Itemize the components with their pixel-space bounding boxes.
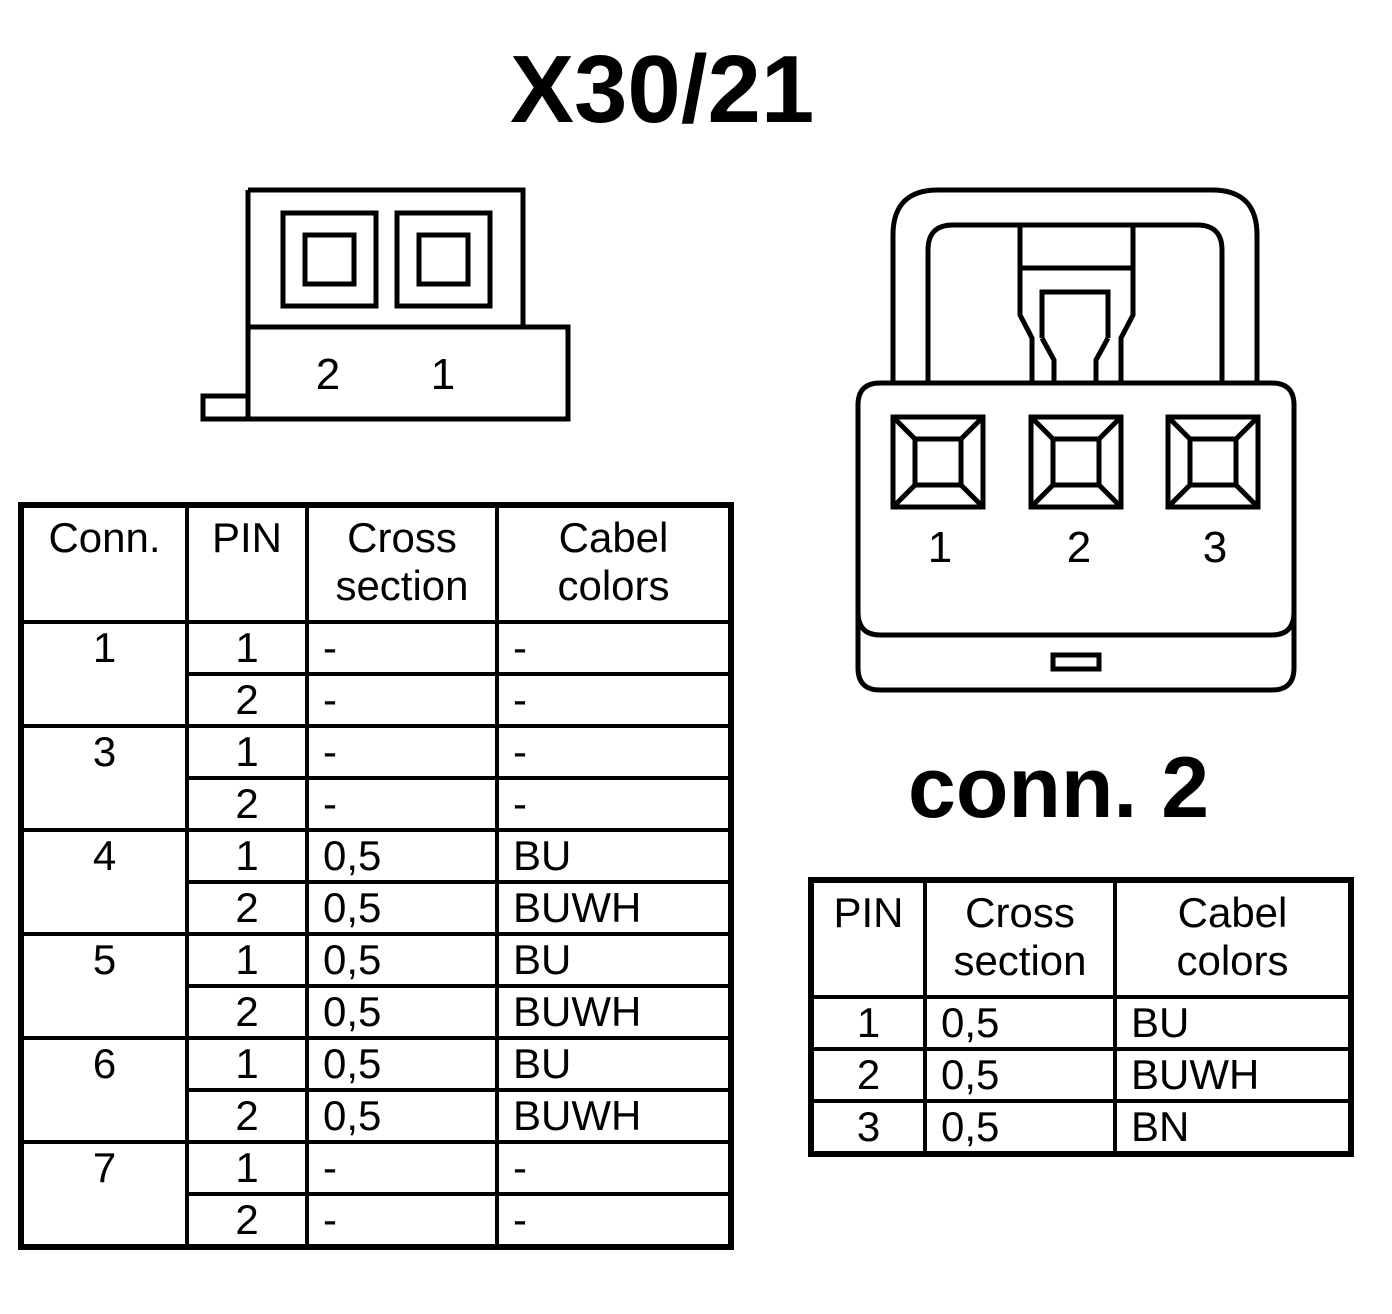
pin-cell: 1: [185, 932, 309, 988]
connector-left-pin-label: 1: [431, 350, 455, 399]
cross-section-cell: 0,5: [923, 1047, 1117, 1103]
cross-section-cell: 0,5: [305, 1088, 499, 1144]
header-conn: Conn.: [19, 503, 189, 624]
cable-color-cell: BUWH: [495, 984, 733, 1040]
cross-section-cell: 0,5: [305, 1036, 499, 1092]
header-line: section: [953, 937, 1087, 984]
header-cable-colors: Cabel colors: [1113, 878, 1353, 999]
header-line: Cross: [965, 889, 1075, 936]
conn-number-cell: 4: [19, 828, 189, 936]
connector-left-drawing: 2 1: [200, 187, 571, 422]
pin-cell: 2: [185, 984, 309, 1040]
cross-section-cell: -: [305, 776, 499, 832]
conn-number-cell: 1: [19, 620, 189, 728]
cable-color-cell: BU: [495, 828, 733, 884]
cable-color-cell: -: [495, 724, 733, 780]
pin-cell: 2: [185, 1088, 309, 1144]
pin-cell: 1: [185, 1140, 309, 1196]
conn-number-cell: 5: [19, 932, 189, 1040]
header-pin: PIN: [809, 878, 927, 999]
header-line: PIN: [211, 514, 282, 561]
pin-cell: 2: [809, 1047, 927, 1103]
table-row: 2--: [21, 776, 733, 832]
connector-right-drawing: 1 2 3: [855, 187, 1297, 693]
header-line: Conn.: [48, 514, 161, 561]
cable-color-cell: -: [495, 1140, 733, 1196]
header-cross-section: Cross section: [923, 878, 1117, 999]
pin-cell: 1: [185, 828, 309, 884]
conn-number-cell: 6: [19, 1036, 189, 1144]
conn2-title: conn. 2: [908, 740, 1210, 836]
pin-cell: 1: [185, 620, 309, 676]
header-line: colors: [557, 562, 670, 609]
conn-number-cell: 7: [19, 1140, 189, 1249]
cable-color-cell: BU: [495, 1036, 733, 1092]
header-cross-section: Cross section: [305, 503, 499, 624]
pin-cell: 2: [185, 880, 309, 936]
cross-section-cell: -: [305, 1192, 499, 1249]
cross-section-cell: -: [305, 724, 499, 780]
table-row: 2--: [21, 672, 733, 728]
table-header-row: PIN Cross section Cabel colors: [809, 878, 1353, 999]
header-line: Cross: [347, 514, 457, 561]
pin-cell: 1: [809, 995, 927, 1051]
table-row: 2--: [21, 1192, 733, 1249]
cable-color-cell: BUWH: [1113, 1047, 1353, 1103]
header-line: Cabel: [1177, 889, 1288, 936]
pin-cell: 2: [185, 672, 309, 728]
pin-cell: 1: [185, 724, 309, 780]
cross-section-cell: 0,5: [305, 984, 499, 1040]
cable-color-cell: BU: [1113, 995, 1353, 1051]
cable-color-cell: BUWH: [495, 880, 733, 936]
cross-section-cell: 0,5: [305, 932, 499, 988]
header-cable-colors: Cabel colors: [495, 503, 733, 624]
conn-number-cell: 3: [19, 724, 189, 832]
cable-color-cell: -: [495, 620, 733, 676]
connector-right-pin-label: 2: [1067, 523, 1091, 572]
pin-cell: 1: [185, 1036, 309, 1092]
cross-section-cell: -: [305, 1140, 499, 1196]
pin-cell: 3: [809, 1099, 927, 1156]
cable-color-cell: -: [495, 1192, 733, 1249]
cable-color-cell: BN: [1113, 1099, 1353, 1156]
cross-section-cell: 0,5: [923, 1099, 1117, 1156]
header-line: colors: [1176, 937, 1289, 984]
cross-section-cell: -: [305, 672, 499, 728]
cross-section-cell: 0,5: [305, 880, 499, 936]
cable-color-cell: BU: [495, 932, 733, 988]
header-pin: PIN: [185, 503, 309, 624]
cross-section-cell: 0,5: [305, 828, 499, 884]
cable-color-cell: -: [495, 776, 733, 832]
cable-color-cell: -: [495, 672, 733, 728]
cross-section-cell: -: [305, 620, 499, 676]
cable-color-cell: BUWH: [495, 1088, 733, 1144]
connector-right-pin-label: 3: [1203, 523, 1227, 572]
table-header-row: Conn. PIN Cross section Cabel colors: [19, 503, 733, 624]
pin-cell: 2: [185, 776, 309, 832]
cross-section-cell: 0,5: [923, 995, 1117, 1051]
connector-right-pin-label: 1: [928, 523, 952, 572]
pin-cell: 2: [185, 1192, 309, 1249]
header-line: section: [335, 562, 469, 609]
connector-left-pin-label: 2: [316, 350, 340, 399]
header-line: Cabel: [558, 514, 669, 561]
main-title: X30/21: [510, 36, 815, 143]
header-line: PIN: [833, 889, 904, 936]
